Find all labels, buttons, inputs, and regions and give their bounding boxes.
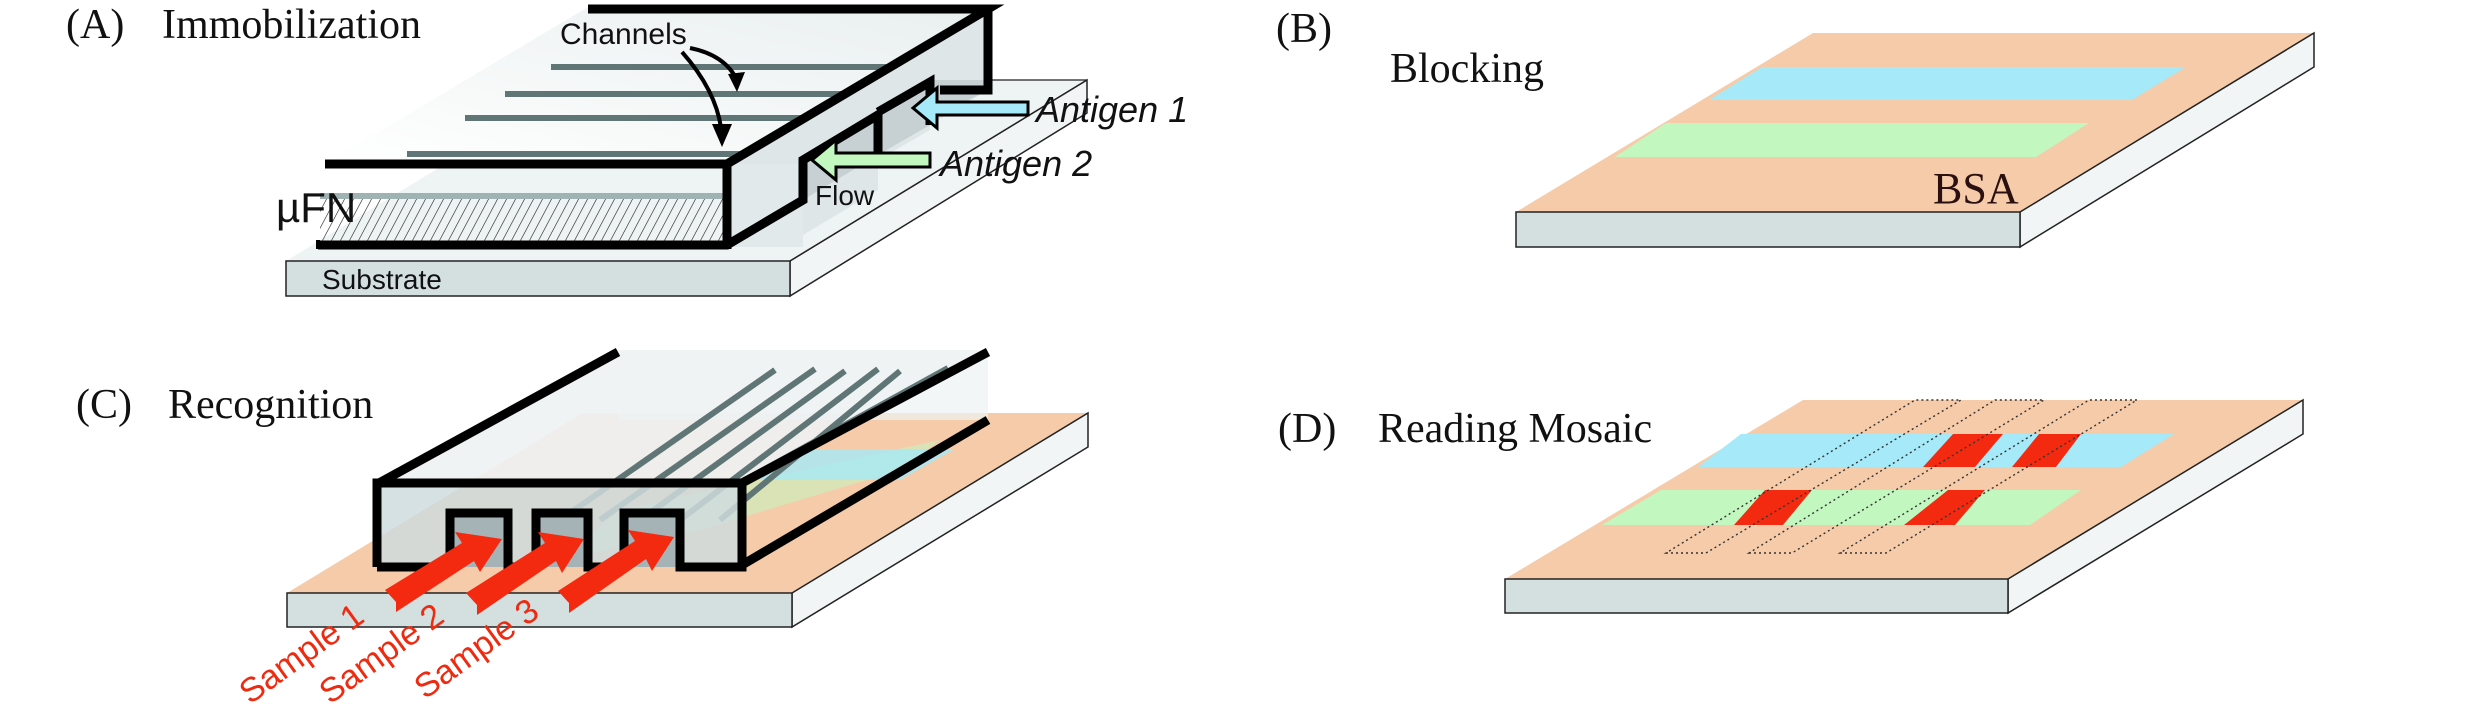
panel-a-letter: (A) (66, 2, 124, 48)
panel-c-letter: (C) (76, 382, 132, 428)
substrate-label: Substrate (322, 264, 442, 295)
panel-c-title: Recognition (168, 382, 373, 428)
microfluidic-network (372, 348, 991, 572)
ufn-label: µFN (276, 184, 356, 231)
substrate-front-face (1504, 578, 2009, 614)
sample1-arrow-icon (385, 532, 502, 612)
sample3-arrow-icon (558, 530, 674, 613)
panel-b: (B) Blocking BSA (1276, 6, 2315, 249)
flow-label: Flow (815, 180, 875, 211)
hatched-region (320, 199, 728, 243)
ufn-contact-band (320, 193, 728, 199)
panel-b-letter: (B) (1276, 6, 1332, 52)
ufn-top-face (325, 7, 988, 164)
antigen1-arrow-icon (910, 84, 1030, 132)
substrate-front-face (286, 592, 793, 628)
positive-spot (1923, 434, 2003, 467)
substrate-front-face (285, 260, 791, 297)
antigen1-label: Antigen 1 (1034, 89, 1188, 130)
panel-d-letter: (D) (1278, 406, 1336, 452)
panel-b-title: Blocking (1390, 46, 1544, 92)
sample-arrows (385, 530, 674, 615)
antigen2-arrow-icon (809, 136, 932, 184)
bsa-label: BSA (1933, 164, 2019, 213)
panel-d-title: Reading Mosaic (1378, 406, 1652, 452)
panel-a-title: Immobilization (162, 2, 421, 48)
channels-label: Channels (560, 18, 687, 51)
positive-spot (1904, 490, 1985, 525)
substrate-front-face (1515, 211, 2021, 248)
positive-spot (1734, 490, 1812, 525)
panel-c: (C) Recognition (76, 348, 1089, 711)
antigen2-label: Antigen 2 (938, 143, 1092, 184)
ufn-outline-top (325, 4, 1005, 169)
panel-a: (A) Immobilization (66, 2, 1188, 298)
sample2-arrow-icon (466, 532, 584, 615)
panel-d: (D) Reading Mosaic (1278, 398, 2304, 615)
antigen2-stripe (1615, 123, 2089, 157)
channel-footprint (1837, 399, 2140, 554)
antigen1-stripe (1709, 67, 2186, 100)
positive-spot (2012, 434, 2081, 467)
ufn-front-outline (372, 478, 747, 572)
channel-footprint (1663, 399, 1964, 554)
antigen2-stripe (1602, 490, 2081, 525)
